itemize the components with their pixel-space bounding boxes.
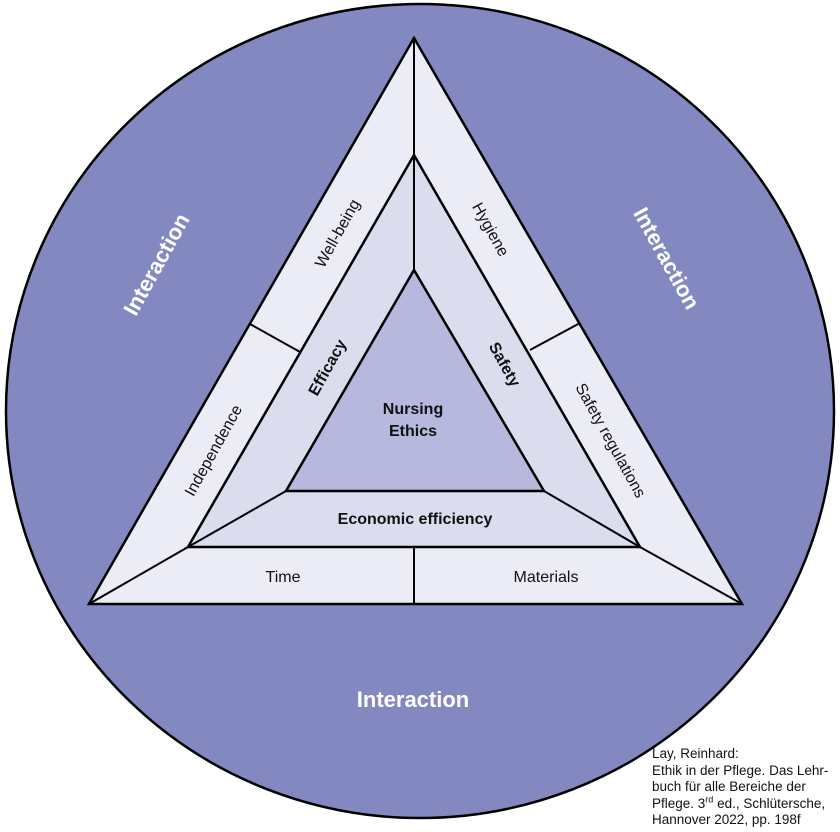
core-triangle (283, 267, 547, 493)
core-label-ethics: Ethics (389, 423, 437, 440)
citation-superscript: rd (705, 794, 714, 804)
time-label: Time (266, 569, 301, 586)
interaction-label-bottom: Interaction (357, 687, 469, 712)
materials-label: Materials (514, 569, 579, 586)
core-label-nursing: Nursing (383, 401, 443, 418)
divider-left-inner-corner (187, 490, 287, 548)
citation-text: ed., Schlütersche, (713, 795, 826, 811)
divider-right-inner-corner (543, 490, 641, 548)
economic-efficiency-label: Economic efficiency (338, 511, 493, 528)
citation: Lay, Reinhard: Ethik in der Pflege. Das … (652, 746, 840, 829)
citation-title-line: Ethik in der Pflege. Das Lehr- (652, 762, 829, 778)
citation-edition-line: Pflege. 3rd ed., Schlütersche, (652, 794, 840, 813)
divider-left-corner (88, 546, 189, 605)
divider-right-band (529, 322, 581, 351)
divider-left-band (249, 323, 301, 353)
citation-text: Pflege. 3 (652, 795, 706, 811)
citation-title-line: buch für alle Bereiche der (652, 779, 806, 794)
citation-publisher-line: Hannover 2022, pp. 198f (652, 812, 801, 827)
citation-author: Lay, Reinhard: (652, 746, 739, 761)
divider-right-corner (639, 546, 743, 605)
